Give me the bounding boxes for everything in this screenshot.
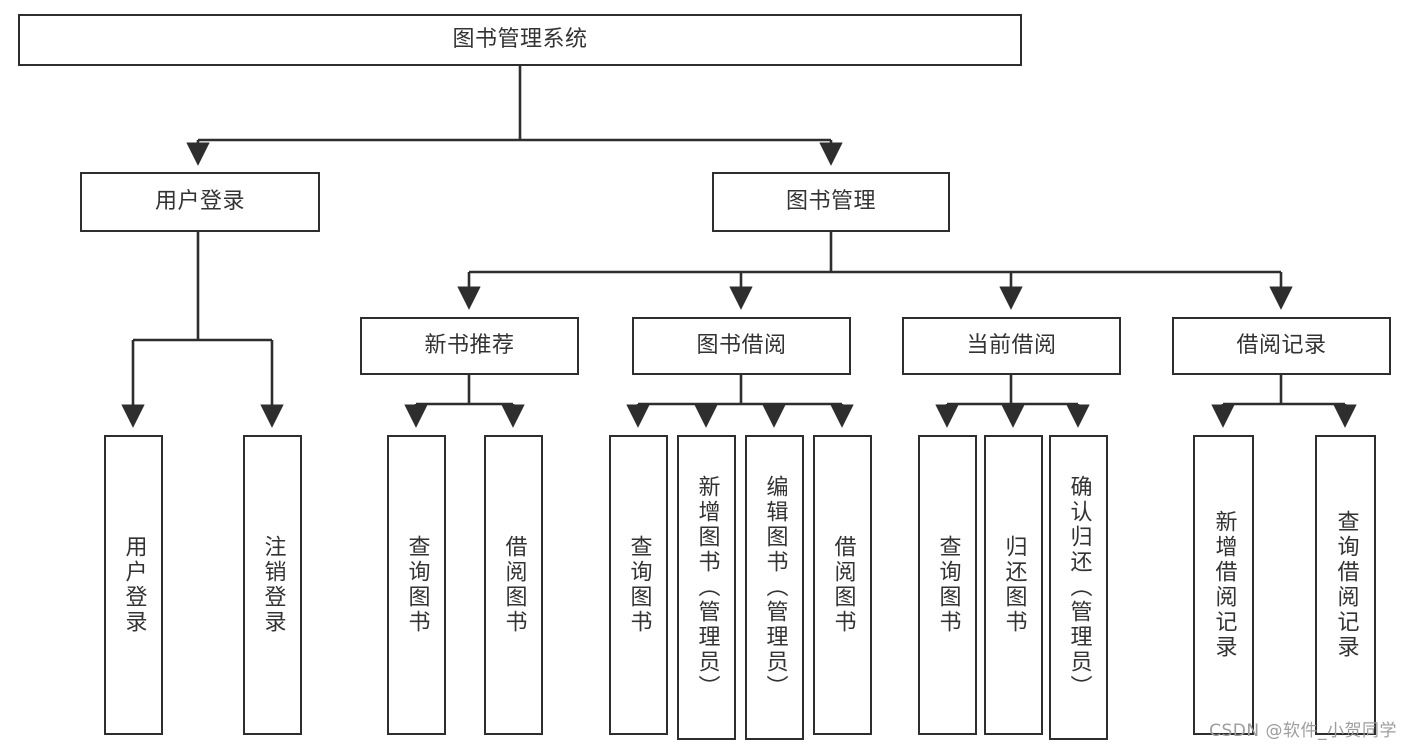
- node-leaf-borrow-book-1-label: 借阅图书: [501, 535, 527, 635]
- node-leaf-logout-label: 注销登录: [260, 535, 286, 635]
- node-user-login-label: 用户登录: [154, 189, 245, 215]
- node-leaf-borrow-book-1[interactable]: 借阅图书: [484, 435, 543, 735]
- node-leaf-query-book-1-label: 查询图书: [404, 535, 430, 635]
- node-leaf-query-book-1[interactable]: 查询图书: [387, 435, 446, 735]
- node-book-borrow-label: 图书借阅: [696, 333, 787, 359]
- node-leaf-query-book-2[interactable]: 查询图书: [609, 435, 668, 735]
- node-borrow-record[interactable]: 借阅记录: [1172, 317, 1391, 375]
- node-leaf-user-login[interactable]: 用户登录: [104, 435, 163, 735]
- node-leaf-logout[interactable]: 注销登录: [243, 435, 302, 735]
- node-leaf-confirm-return-label: 确认归还（管理员）: [1066, 475, 1092, 700]
- node-leaf-edit-book-label: 编辑图书（管理员）: [762, 475, 788, 700]
- node-leaf-add-record[interactable]: 新增借阅记录: [1193, 435, 1254, 735]
- node-book-manage-label: 图书管理: [785, 189, 876, 215]
- node-leaf-borrow-book-2-label: 借阅图书: [830, 535, 856, 635]
- node-leaf-borrow-book-2[interactable]: 借阅图书: [813, 435, 872, 735]
- node-new-book-rec[interactable]: 新书推荐: [360, 317, 579, 375]
- node-leaf-query-record[interactable]: 查询借阅记录: [1315, 435, 1376, 735]
- node-leaf-confirm-return[interactable]: 确认归还（管理员）: [1049, 435, 1108, 740]
- node-leaf-query-book-2-label: 查询图书: [626, 535, 652, 635]
- node-leaf-edit-book[interactable]: 编辑图书（管理员）: [745, 435, 804, 740]
- node-book-borrow[interactable]: 图书借阅: [632, 317, 851, 375]
- node-leaf-query-record-label: 查询借阅记录: [1333, 510, 1359, 660]
- node-root[interactable]: 图书管理系统: [18, 14, 1022, 66]
- node-current-borrow[interactable]: 当前借阅: [902, 317, 1121, 375]
- node-book-manage[interactable]: 图书管理: [712, 172, 950, 232]
- node-leaf-query-book-3[interactable]: 查询图书: [918, 435, 977, 735]
- node-leaf-add-book[interactable]: 新增图书（管理员）: [677, 435, 736, 740]
- node-leaf-return-book-label: 归还图书: [1001, 535, 1027, 635]
- node-current-borrow-label: 当前借阅: [966, 333, 1057, 359]
- node-root-label: 图书管理系统: [452, 27, 588, 53]
- node-leaf-add-record-label: 新增借阅记录: [1211, 510, 1237, 660]
- node-new-book-rec-label: 新书推荐: [424, 333, 515, 359]
- node-leaf-user-login-label: 用户登录: [121, 535, 147, 635]
- node-borrow-record-label: 借阅记录: [1236, 333, 1327, 359]
- node-leaf-return-book[interactable]: 归还图书: [984, 435, 1043, 735]
- node-user-login[interactable]: 用户登录: [80, 172, 320, 232]
- node-leaf-add-book-label: 新增图书（管理员）: [694, 475, 720, 700]
- node-leaf-query-book-3-label: 查询图书: [935, 535, 961, 635]
- watermark-text: CSDN @软件_小贺同学: [1209, 721, 1397, 741]
